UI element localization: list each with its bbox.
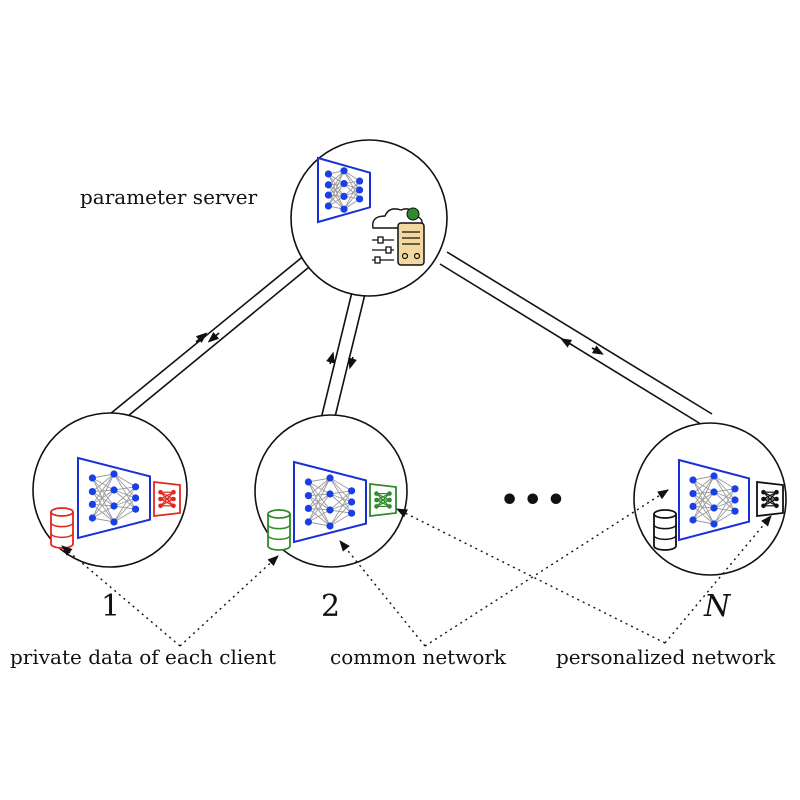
network-icon [317, 156, 371, 224]
client-node-2 [254, 414, 408, 568]
link-server-client-N [439, 251, 713, 427]
personalized-network-icon [153, 480, 181, 518]
arrow-common-to-client-2 [339, 540, 426, 647]
common-network-icon [77, 456, 151, 540]
client-node-N [633, 422, 787, 576]
database-icon [653, 509, 677, 551]
arrow-common-to-client-N [424, 489, 669, 647]
link-server-client-2 [319, 291, 366, 426]
common-network-label: common network [330, 645, 507, 669]
arrow-personalized-to-client-2 [395, 508, 666, 644]
database-icon [267, 509, 291, 551]
client-number-1: 1 [101, 589, 120, 624]
communication-links [98, 251, 713, 431]
server-label: parameter server [80, 185, 258, 209]
cloud-server-rack-icon [372, 207, 425, 266]
personalized-network-label: personalized network [556, 645, 776, 669]
link-server-client-1 [98, 253, 315, 431]
client-node-1 [32, 412, 188, 568]
private-data-label: private data of each client [10, 645, 276, 669]
annotation-arrows [61, 489, 772, 647]
client-number-N: N [703, 589, 732, 624]
common-network-icon [678, 458, 750, 542]
parameter-server-node [290, 139, 448, 297]
database-icon [50, 507, 74, 549]
personalized-network-icon [756, 480, 784, 518]
client-number-2: 2 [321, 589, 340, 624]
ellipsis: ••• [500, 483, 570, 518]
arrow-private-data-to-client-2 [179, 555, 279, 647]
common-network-icon [293, 460, 367, 544]
arrow-private-data-to-client-1 [61, 545, 181, 647]
